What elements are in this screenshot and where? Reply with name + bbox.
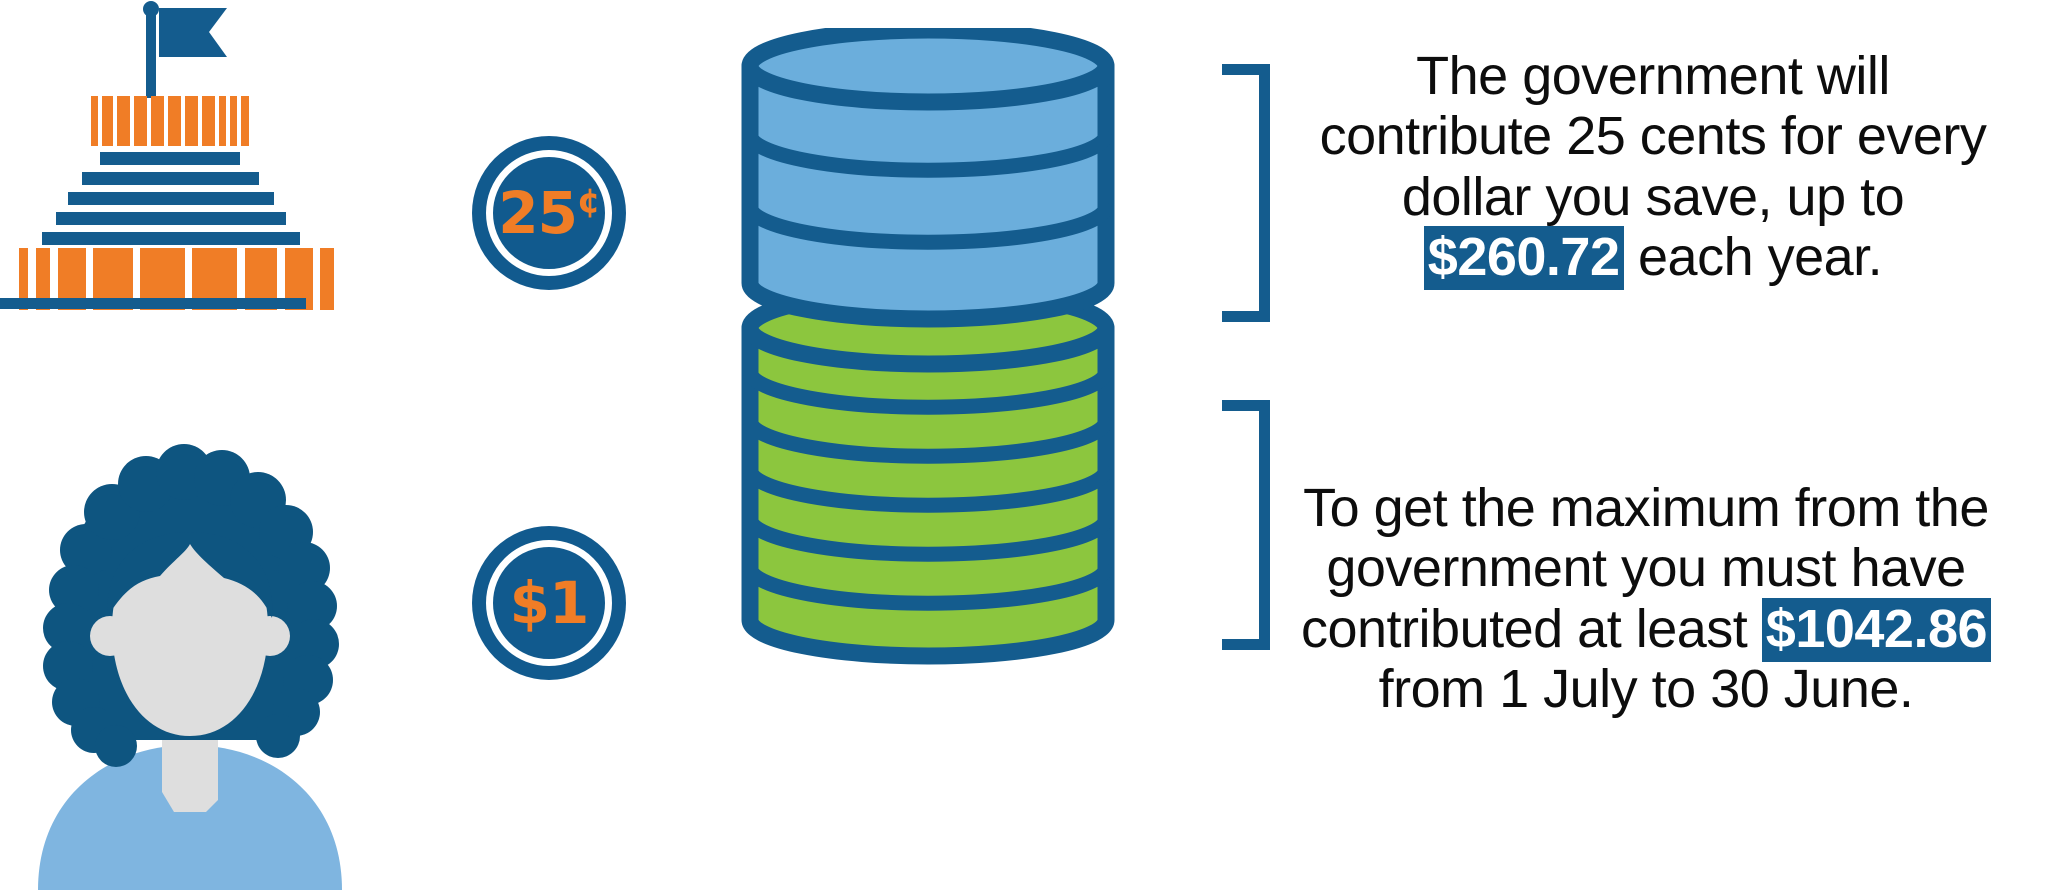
- coin-label-25-cents: 25¢: [498, 179, 600, 247]
- ear-left: [90, 616, 130, 656]
- building-steps: [42, 152, 300, 245]
- shoulders: [38, 745, 342, 890]
- government-contribution-coins: [741, 28, 1115, 328]
- building-base-line: [0, 298, 306, 309]
- highlight-amount-260: $260.72: [1423, 226, 1624, 291]
- bracket-bottom: [1222, 400, 1270, 650]
- upper-columns: [91, 96, 249, 146]
- personal-contribution-text: To get the maximum from the government y…: [1254, 478, 2038, 720]
- coin-badge-1-dollar: $1: [472, 526, 626, 680]
- text-bottom-part2: from 1 July to 30 June.: [1378, 659, 1914, 720]
- coin-ring: [485, 149, 613, 277]
- government-contribution-text: The government will contribute 25 cents …: [1300, 46, 2006, 291]
- face: [112, 536, 268, 736]
- coin-stack-graphic: [741, 28, 1115, 665]
- ear-right: [250, 616, 290, 656]
- personal-contribution-coins: [741, 283, 1115, 665]
- text-top-part2: each year.: [1623, 227, 1883, 288]
- coin-ring: [485, 539, 613, 667]
- flag-icon: [143, 1, 227, 98]
- text-top-part1: The government will contribute 25 cents …: [1319, 46, 1987, 227]
- coin-label-1-dollar: $1: [509, 569, 590, 637]
- text-bottom-part1: To get the maximum from the government y…: [1300, 478, 1989, 659]
- person-avatar-icon: [38, 444, 342, 890]
- hair-fringe: [107, 532, 273, 618]
- bracket-top: [1222, 64, 1270, 322]
- highlight-amount-1042: $1042.86: [1761, 597, 1992, 662]
- government-building-icon: [0, 1, 334, 310]
- coin-badge-25-cents: 25¢: [472, 136, 626, 290]
